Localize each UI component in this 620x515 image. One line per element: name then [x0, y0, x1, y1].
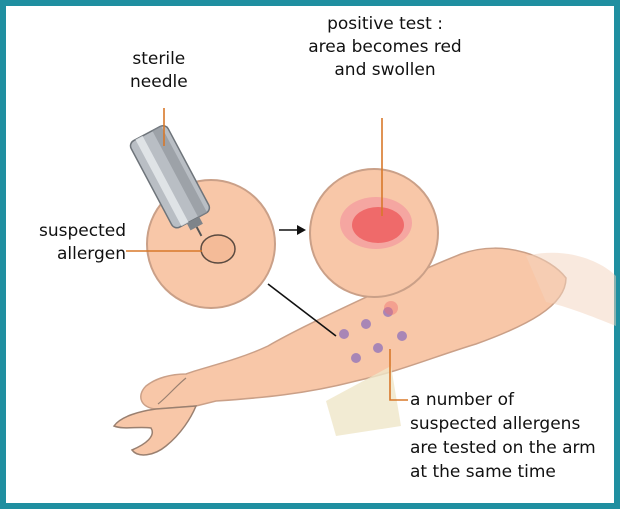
needle-label-line-2: needle: [130, 71, 188, 94]
positive-label-line-2: area becomes red: [288, 36, 482, 59]
allergen-label-line-1: suspected: [14, 220, 126, 243]
arm-note-line-1: a number of: [410, 388, 596, 412]
arm-note-line-2: suspected allergens: [410, 412, 596, 436]
arm-note-line-4: at the same time: [410, 460, 596, 484]
positive-label-line-3: and swollen: [288, 59, 482, 82]
skin-circle-after-icon: [310, 169, 438, 297]
arm-note-line-3: are tested on the arm: [410, 436, 596, 460]
positive-test-label: positive test : area becomes red and swo…: [288, 13, 482, 82]
allergen-label-line-2: allergen: [14, 243, 126, 266]
arm-note-label: a number of suspected allergens are test…: [410, 388, 596, 484]
suspected-allergen-label: suspected allergen: [14, 220, 126, 266]
positive-label-line-1: positive test :: [288, 13, 482, 36]
transition-arrow-icon: [279, 225, 306, 235]
needle-label: sterile needle: [130, 48, 188, 94]
needle-label-line-1: sterile: [130, 48, 188, 71]
